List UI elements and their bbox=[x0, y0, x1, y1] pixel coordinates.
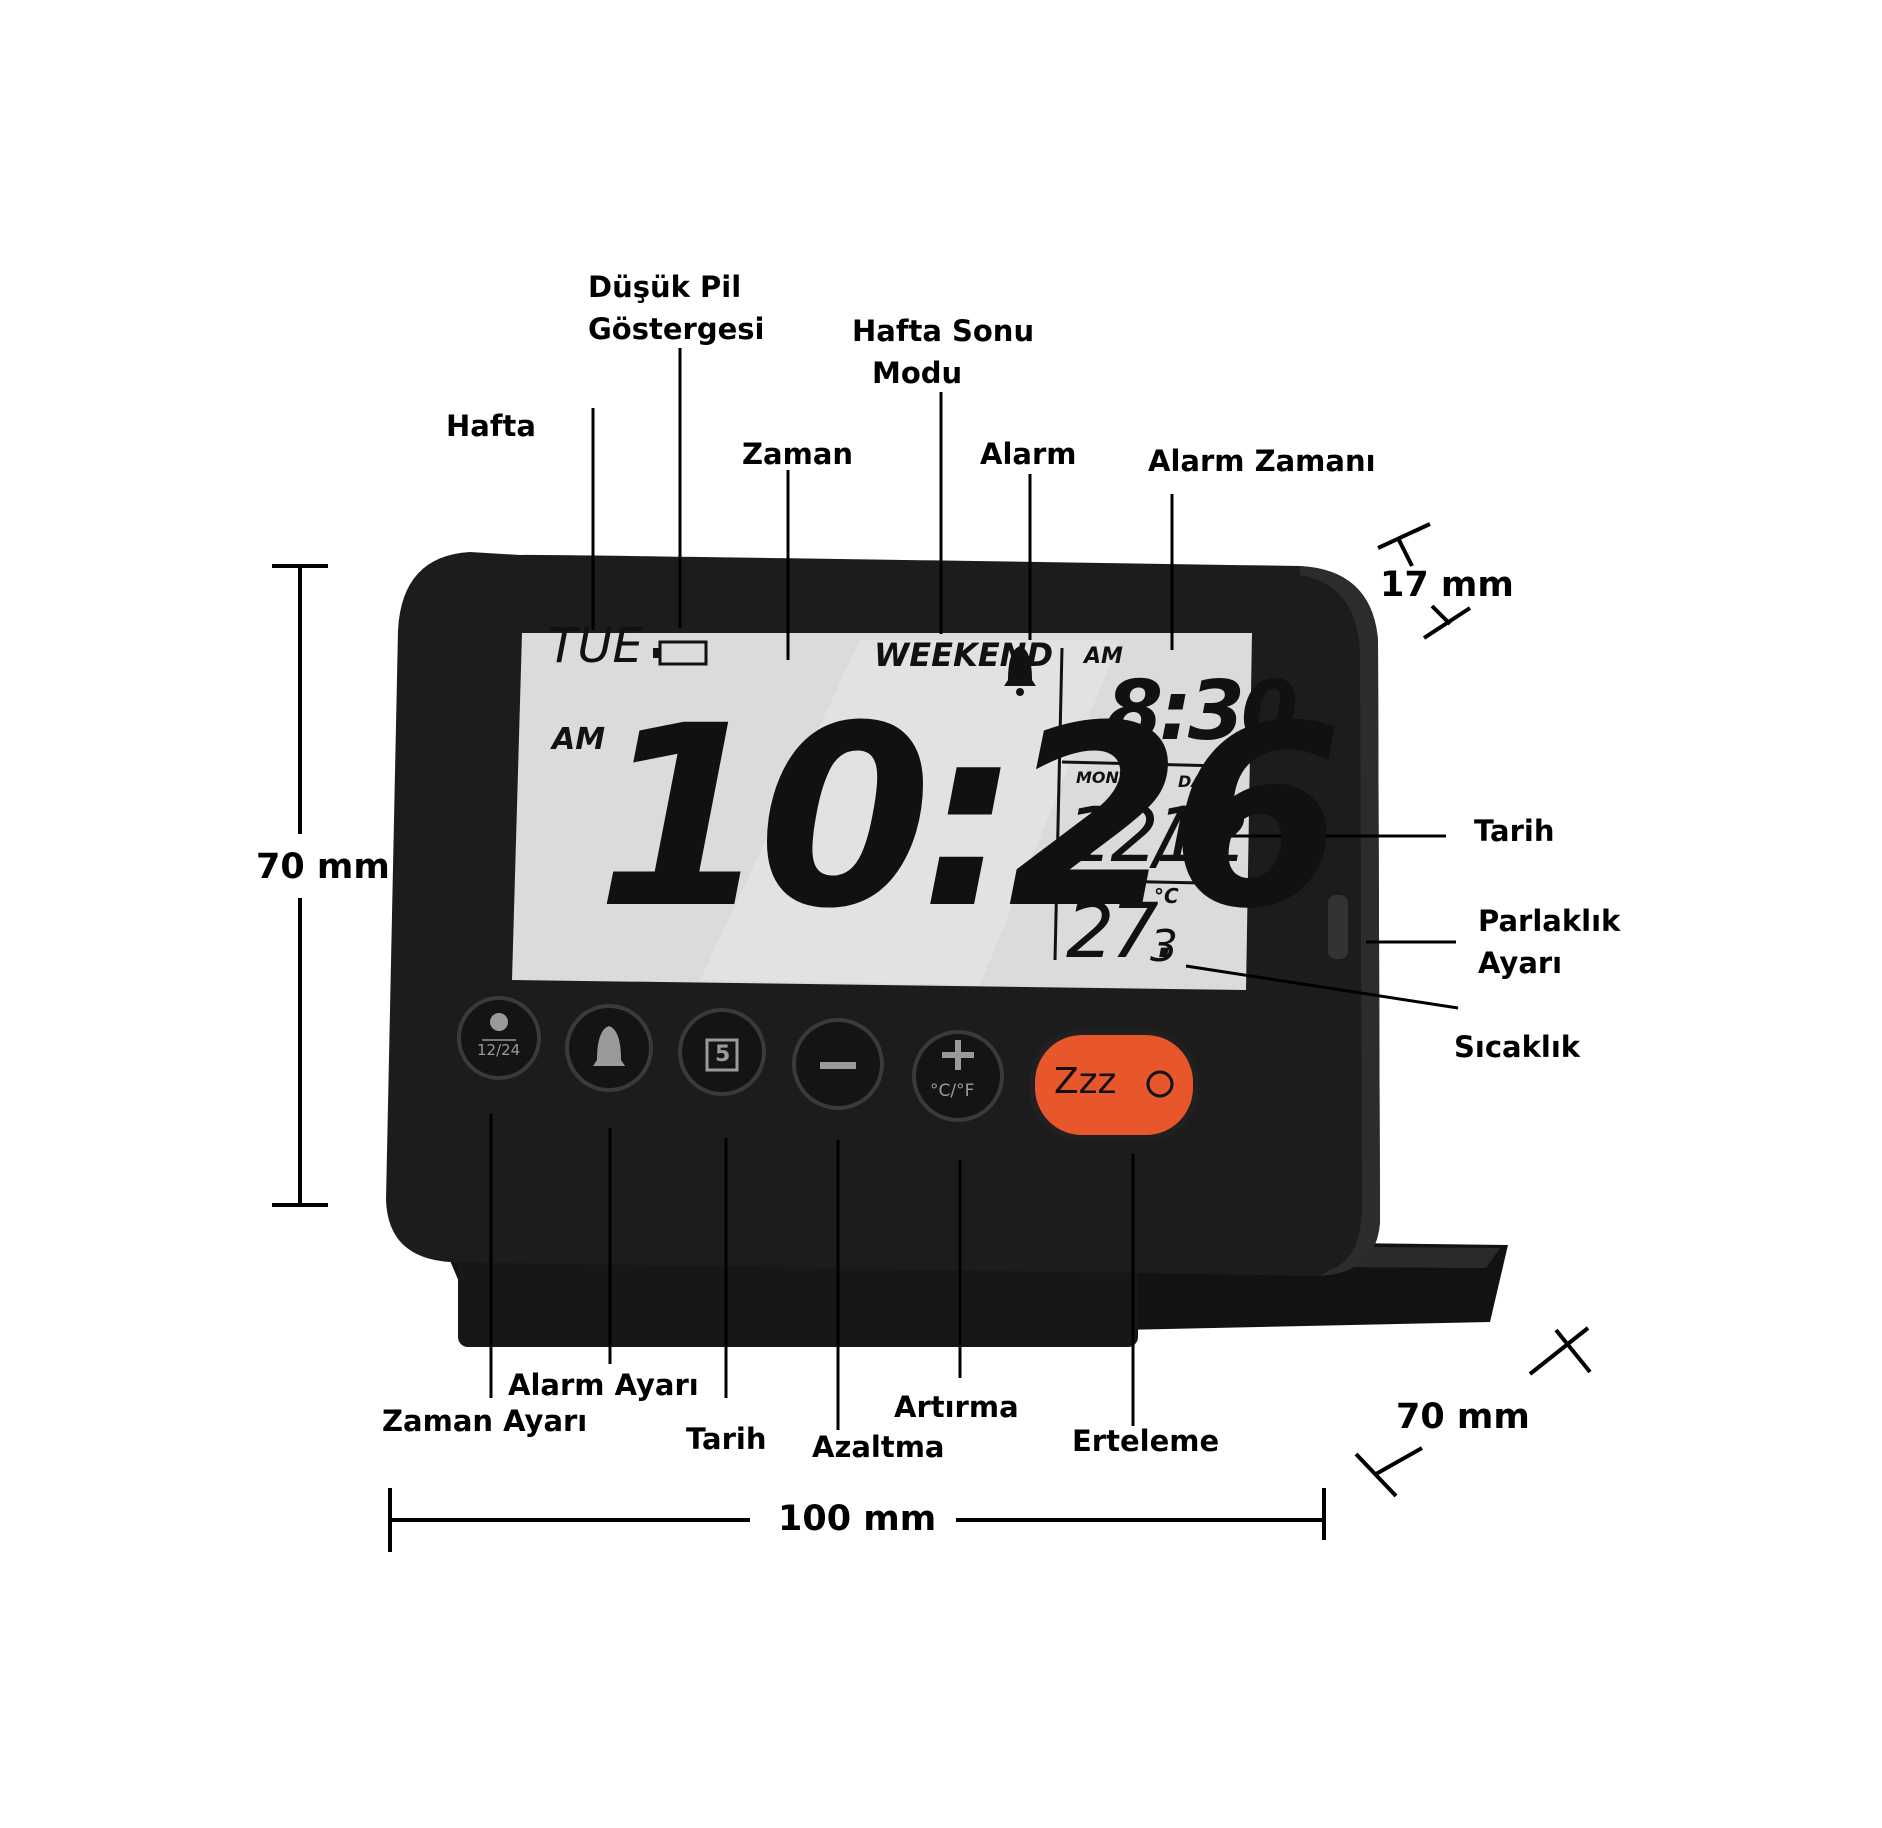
dim-stand-top-tick bbox=[1528, 1326, 1590, 1376]
dimension-stand-label: 70 mm bbox=[1396, 1397, 1530, 1437]
time-set-button-text: 12/24 bbox=[477, 1041, 521, 1059]
label-hafta: Hafta bbox=[446, 409, 536, 443]
battery-tip bbox=[653, 648, 660, 658]
label-zaman-ayari: Zaman Ayarı bbox=[382, 1404, 588, 1438]
brightness-knob[interactable] bbox=[1328, 895, 1348, 959]
label-sicaklik: Sıcaklık bbox=[1454, 1030, 1581, 1064]
screen-glare bbox=[700, 640, 1120, 985]
leader-sicaklik bbox=[1185, 964, 1459, 1010]
lcd-weekend: WEEKEND bbox=[874, 636, 1054, 674]
label-alarm-ayari: Alarm Ayarı bbox=[508, 1368, 699, 1402]
dim-depth-top-tick bbox=[1377, 522, 1431, 550]
leader-lines bbox=[489, 348, 1459, 1430]
label-dusuk-pil-2: Göstergesi bbox=[588, 312, 765, 346]
stand-hinge bbox=[458, 1252, 1138, 1347]
dimension-depth-label: 17 mm bbox=[1380, 565, 1514, 605]
lcd-alarm-time: 8:30 bbox=[1106, 664, 1298, 759]
label-zaman: Zaman bbox=[742, 437, 854, 471]
time-set-button[interactable] bbox=[457, 996, 541, 1080]
minus-icon bbox=[820, 1062, 856, 1069]
label-tarih-right: Tarih bbox=[1474, 814, 1555, 848]
label-tarih-bottom: Tarih bbox=[686, 1422, 767, 1456]
plus-icon-v bbox=[955, 1040, 961, 1070]
lcd-divider-1 bbox=[1061, 760, 1223, 768]
label-erteleme: Erteleme bbox=[1072, 1424, 1220, 1458]
increase-button[interactable] bbox=[912, 1030, 1004, 1122]
dimension-lines bbox=[272, 522, 1592, 1552]
date-button-text: 5 bbox=[715, 1042, 731, 1067]
lcd-weekday: TUE bbox=[548, 618, 643, 674]
label-hafta-sonu-1: Hafta Sonu bbox=[852, 314, 1035, 348]
lcd-am-main: AM bbox=[552, 722, 606, 757]
label-alarm-zamani: Alarm Zamanı bbox=[1148, 444, 1376, 478]
increase-button-text: °C/°F bbox=[930, 1081, 975, 1101]
bell-clapper bbox=[1016, 688, 1024, 696]
snooze-button-text: Zzz bbox=[1054, 1061, 1117, 1102]
clock-side-edge bbox=[1300, 566, 1380, 1276]
lcd-date: 12 bbox=[1156, 790, 1249, 879]
lcd-time: 10:26 bbox=[596, 672, 1344, 963]
dim-stand-bottom-cross bbox=[1375, 1446, 1423, 1476]
dimension-height-label: 70 mm bbox=[256, 847, 390, 887]
alarm-bell-icon bbox=[593, 1026, 625, 1066]
label-dusuk-pil-1: Düşük Pil bbox=[588, 270, 742, 304]
dim-stand-bottom-tick bbox=[1354, 1452, 1398, 1498]
light-bulb-icon bbox=[1146, 1070, 1174, 1098]
lcd-temp-unit: °C bbox=[1154, 884, 1179, 908]
snooze-button[interactable] bbox=[1029, 1029, 1199, 1141]
dim-stand-top-cross bbox=[1554, 1328, 1592, 1374]
label-alarm: Alarm bbox=[980, 437, 1077, 471]
label-hafta-sonu-2: Modu bbox=[872, 356, 963, 390]
lcd-date-label: DATE bbox=[1178, 772, 1224, 791]
calendar-icon bbox=[705, 1038, 739, 1072]
dim-depth-line-bottom bbox=[1430, 604, 1452, 626]
lcd-month-label: MONTH bbox=[1076, 768, 1144, 787]
label-parlaklik-2: Ayarı bbox=[1478, 946, 1563, 980]
label-azaltma: Azaltma bbox=[812, 1430, 945, 1464]
lcd-divider-vertical bbox=[1053, 647, 1064, 961]
lcd-divider-2 bbox=[1059, 878, 1203, 885]
bell-icon bbox=[1004, 646, 1036, 686]
lcd-month: 12/ bbox=[1066, 790, 1180, 879]
dimension-width-label: 100 mm bbox=[778, 1499, 937, 1539]
lcd-temp-dec: 3 bbox=[1150, 921, 1178, 972]
label-parlaklik-1: Parlaklık bbox=[1478, 904, 1621, 938]
lcd-temp-int: 27. bbox=[1066, 886, 1179, 975]
date-button[interactable] bbox=[678, 1008, 766, 1096]
dim-depth-line-top bbox=[1396, 537, 1414, 567]
clock-icon bbox=[490, 1013, 508, 1031]
lcd-am-alarm: AM bbox=[1084, 644, 1123, 669]
label-artirma: Artırma bbox=[894, 1390, 1019, 1424]
